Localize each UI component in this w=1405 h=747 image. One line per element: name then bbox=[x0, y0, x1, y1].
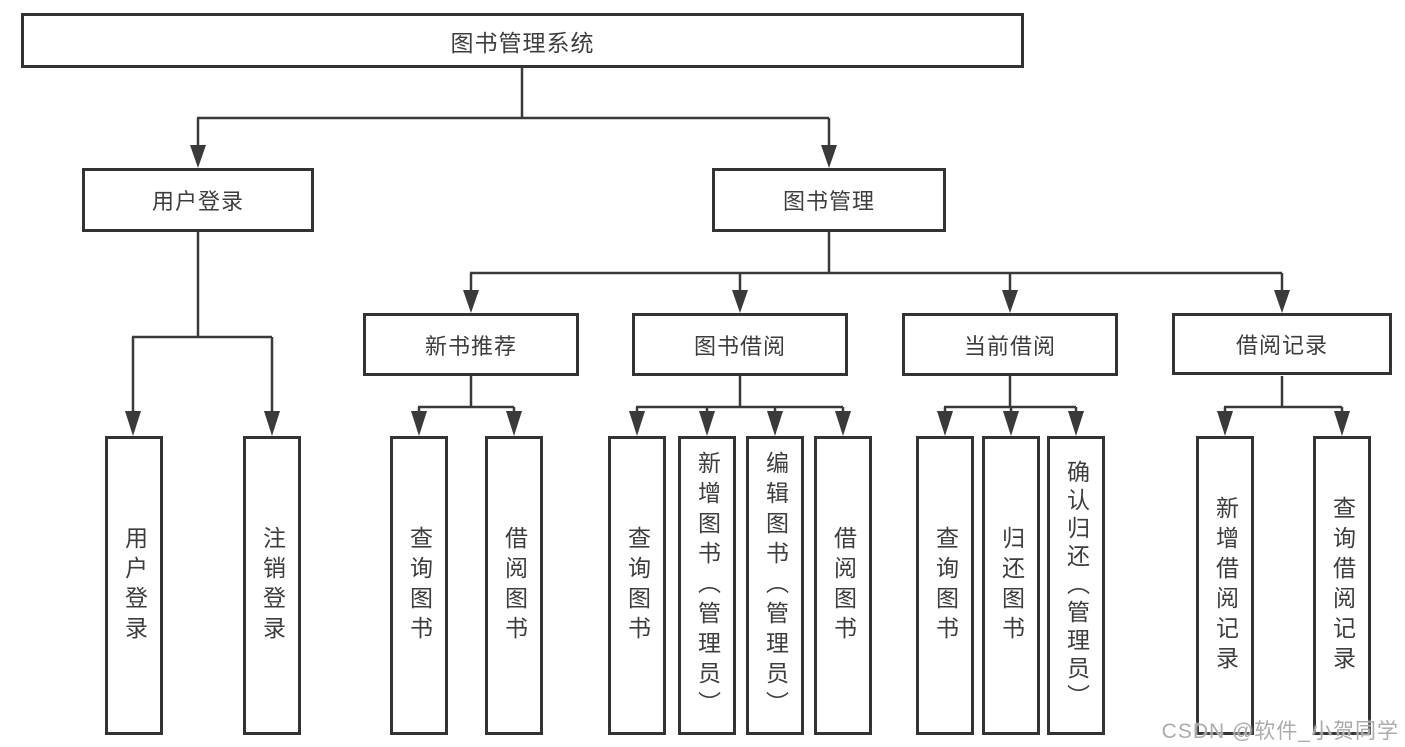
node-new-book-recommend-label: 新书推荐 bbox=[424, 333, 517, 359]
leaf-borrow-query-books-label: 查询图书 bbox=[624, 525, 651, 646]
node-current-borrowing-label: 当前借阅 bbox=[963, 333, 1056, 359]
node-book-borrowing-label: 图书借阅 bbox=[693, 333, 786, 359]
leaf-current-return-books: 归还图书 bbox=[982, 436, 1040, 735]
node-user-login-label: 用户登录 bbox=[151, 189, 244, 214]
node-book-management: 图书管理 bbox=[712, 168, 946, 232]
node-borrowing-records-label: 借阅记录 bbox=[1235, 333, 1328, 358]
leaf-borrow-add-books-label: 新增图书（管理员） bbox=[694, 450, 721, 721]
node-book-management-label: 图书管理 bbox=[782, 189, 875, 214]
node-current-borrowing: 当前借阅 bbox=[902, 313, 1118, 376]
leaf-records-query-record: 查询借阅记录 bbox=[1313, 436, 1371, 735]
node-book-borrowing: 图书借阅 bbox=[632, 313, 848, 376]
arrowheads bbox=[125, 145, 1350, 436]
leaf-borrow-edit-books-label: 编辑图书（管理员） bbox=[762, 450, 789, 721]
node-new-book-recommend: 新书推荐 bbox=[363, 313, 579, 376]
node-user-login: 用户登录 bbox=[82, 168, 314, 232]
leaf-records-add-record: 新增借阅记录 bbox=[1196, 436, 1254, 735]
node-library-system: 图书管理系统 bbox=[21, 13, 1024, 68]
leaf-borrow-add-books: 新增图书（管理员） bbox=[678, 436, 736, 735]
leaf-borrow-borrow-books-label: 借阅图书 bbox=[830, 525, 857, 646]
leaf-current-query-books: 查询图书 bbox=[916, 436, 974, 735]
node-borrowing-records: 借阅记录 bbox=[1172, 313, 1392, 375]
leaf-borrow-edit-books: 编辑图书（管理员） bbox=[746, 436, 804, 735]
leaf-records-add-record-label: 新增借阅记录 bbox=[1212, 495, 1239, 676]
leaf-current-confirm-return: 确认归还（管理员） bbox=[1047, 436, 1105, 735]
leaf-borrow-query-books: 查询图书 bbox=[608, 436, 666, 735]
leaf-rec-query-books: 查询图书 bbox=[390, 436, 448, 735]
leaf-records-query-record-label: 查询借阅记录 bbox=[1329, 495, 1356, 676]
leaf-logout-label: 注销登录 bbox=[259, 525, 286, 646]
leaf-current-confirm-return-label: 确认归还（管理员） bbox=[1063, 459, 1090, 712]
leaf-rec-borrow-books-label: 借阅图书 bbox=[501, 525, 528, 646]
leaf-rec-query-books-label: 查询图书 bbox=[406, 525, 433, 646]
leaf-rec-borrow-books: 借阅图书 bbox=[485, 436, 543, 735]
node-library-system-label: 图书管理系统 bbox=[450, 29, 595, 56]
leaf-borrow-borrow-books: 借阅图书 bbox=[814, 436, 872, 735]
leaf-user-login: 用户登录 bbox=[105, 436, 163, 735]
leaf-logout: 注销登录 bbox=[243, 436, 301, 735]
leaf-current-query-books-label: 查询图书 bbox=[932, 525, 959, 646]
leaf-current-return-books-label: 归还图书 bbox=[998, 525, 1025, 646]
leaf-user-login-label: 用户登录 bbox=[121, 525, 148, 646]
csdn-watermark: CSDN @软件_小贺同学 bbox=[1161, 720, 1399, 743]
